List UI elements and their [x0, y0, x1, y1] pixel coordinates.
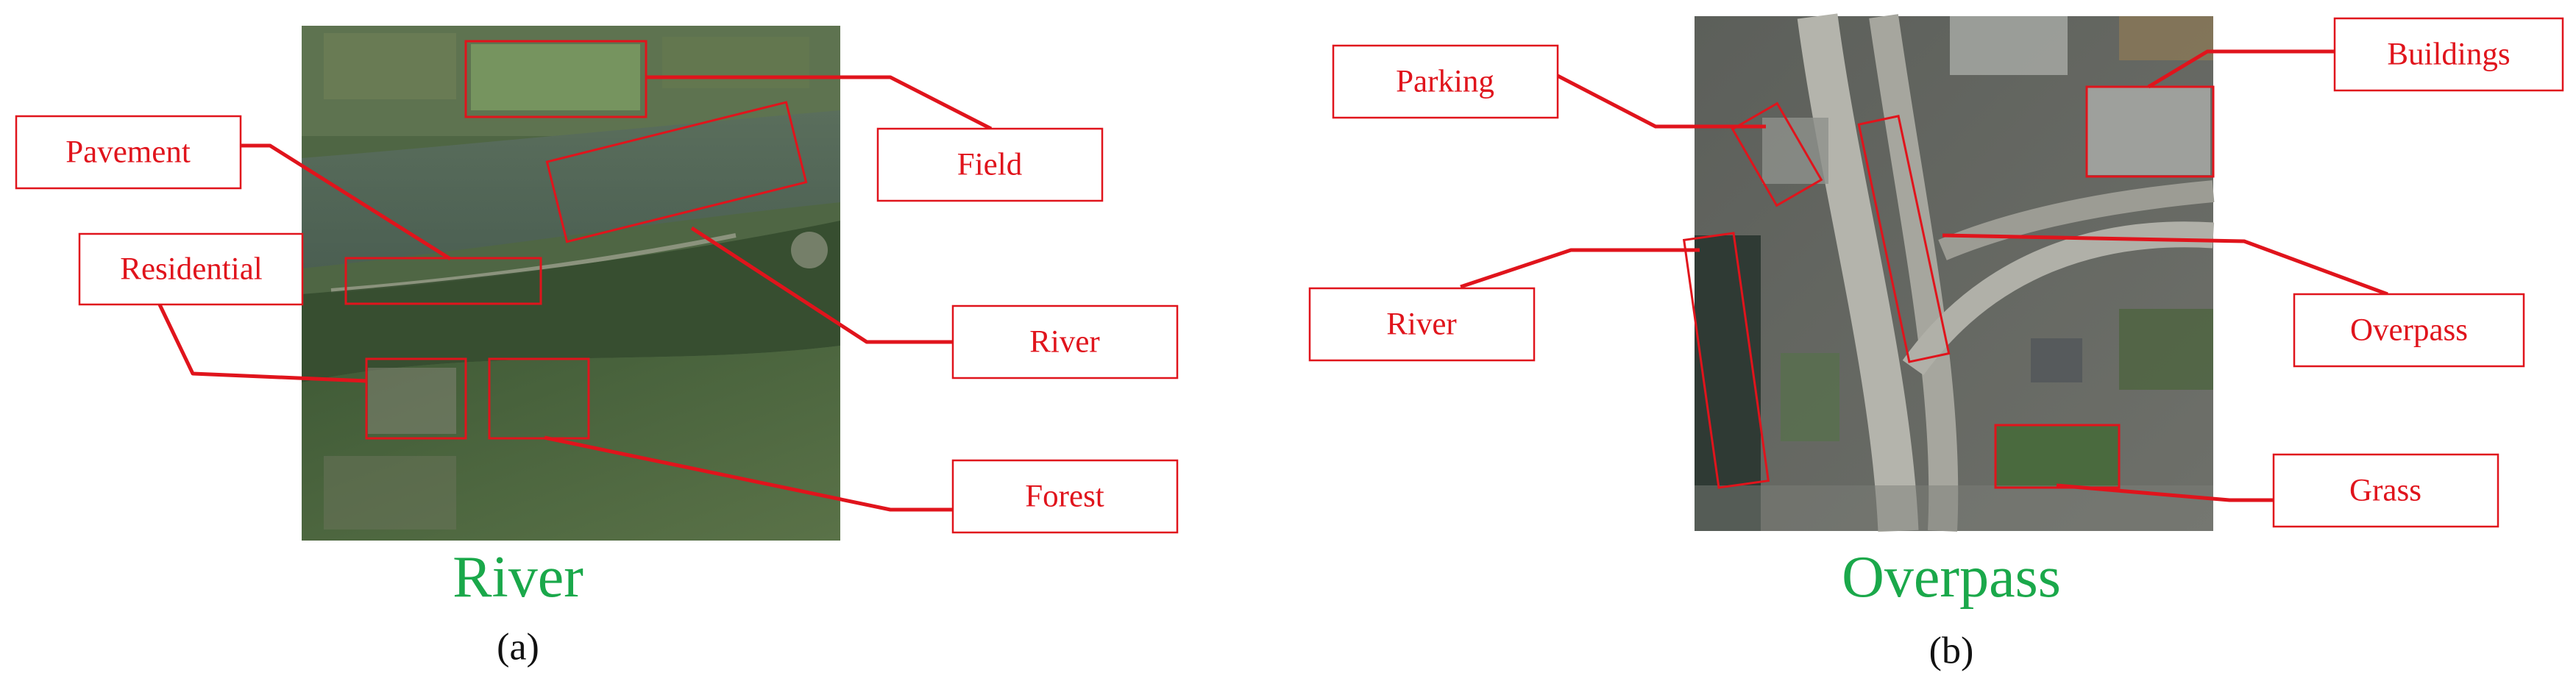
- caption-a: (a): [497, 627, 539, 669]
- region-parking: [1731, 101, 1823, 207]
- region-residential: [365, 357, 467, 440]
- leader-line-river: [690, 226, 953, 344]
- annotation-residential: Residential: [78, 232, 304, 306]
- annotation-grass: Grass: [2272, 453, 2499, 528]
- annotation-buildings: Buildings: [2333, 17, 2564, 92]
- aerial-image-river: [302, 26, 840, 541]
- region-forest: [488, 357, 590, 440]
- annotation-river-a: River: [951, 304, 1179, 379]
- svg-text:Forest: Forest: [1025, 480, 1104, 514]
- class-label-river: River: [453, 545, 583, 610]
- svg-text:Grass: Grass: [2349, 474, 2421, 508]
- leader-line-field: [646, 75, 993, 131]
- leader-line-pavement: [241, 143, 452, 261]
- annotation-forest: Forest: [951, 459, 1179, 534]
- aerial-image-overpass: [1695, 13, 2215, 532]
- region-pavement: [344, 257, 542, 305]
- annotation-overpass: Overpass: [2293, 293, 2525, 368]
- svg-text:Parking: Parking: [1396, 65, 1494, 99]
- leader-line-overpass: [1942, 233, 2388, 296]
- leader-line-grass: [2056, 483, 2274, 502]
- leader-line-river-b: [1460, 248, 1700, 289]
- leader-line-forest: [544, 435, 953, 512]
- class-label-overpass: Overpass: [1842, 545, 2061, 610]
- region-river: [545, 101, 808, 243]
- svg-text:Field: Field: [957, 148, 1022, 182]
- annotation-river-b: River: [1308, 287, 1536, 362]
- svg-text:Buildings: Buildings: [2387, 38, 2510, 72]
- leader-line-parking: [1555, 73, 1766, 129]
- panel-b: Parking Buildings River Overpass Grass O…: [1308, 13, 2564, 672]
- leader-line-buildings: [2147, 49, 2335, 89]
- svg-text:Pavement: Pavement: [65, 135, 191, 170]
- annotation-pavement: Pavement: [15, 115, 242, 190]
- region-overpass: [1857, 115, 1951, 363]
- caption-b: (b): [1929, 630, 1974, 672]
- leader-line-residential: [156, 300, 367, 383]
- annotation-parking: Parking: [1332, 44, 1559, 119]
- panel-a: Field Pavement Residential River Forest …: [15, 26, 1179, 669]
- annotation-field: Field: [876, 127, 1104, 202]
- svg-text:Overpass: Overpass: [2350, 313, 2468, 348]
- svg-text:River: River: [1029, 325, 1100, 360]
- svg-text:Residential: Residential: [120, 252, 263, 287]
- svg-text:River: River: [1386, 307, 1457, 342]
- region-river: [1682, 232, 1770, 489]
- region-grass: [1994, 424, 2121, 489]
